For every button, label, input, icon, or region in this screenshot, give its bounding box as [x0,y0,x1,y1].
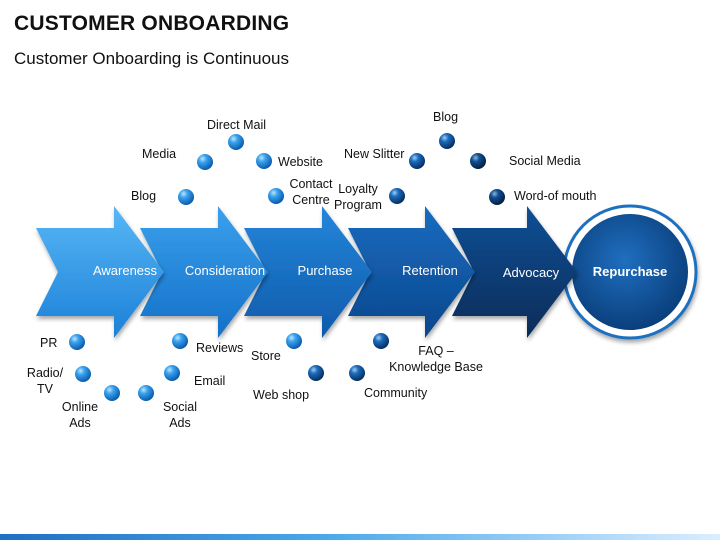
touchpoint-label-media: Media [142,147,177,161]
dot-email [164,365,180,381]
repurchase-label: Repurchase [593,264,667,279]
touchpoint-label-store: Store [251,349,281,363]
dot-word-of-mouth [489,189,505,205]
touchpoint-label-loyalty-program: Loyalty Program [334,182,382,212]
dot-direct-mail [228,134,244,150]
stage-awareness: Awareness [36,206,164,338]
dot-blog-2 [439,133,455,149]
dot-media [197,154,213,170]
touchpoint-label-contact-centre: Contact Centre [289,177,333,207]
dot-social-media [470,153,486,169]
dot-online-ads [104,385,120,401]
dot-pr [69,334,85,350]
touchpoint-label-radio-tv: Radio/ TV [26,366,64,396]
touchpoint-label-new-slitter: New Slitter [344,147,405,161]
stage-label-purchase: Purchase [298,263,353,278]
repurchase-node: Repurchase [562,204,698,340]
stage-consideration: Consideration [140,206,268,338]
touchpoint-label-social-ads: Social Ads [162,400,198,430]
stage-label-awareness: Awareness [93,263,158,278]
footer-accent-bar [0,534,720,540]
dot-faq [373,333,389,349]
stage-retention: Retention [348,206,475,338]
touchpoint-label-online-ads: Online Ads [61,400,99,430]
touchpoint-label-blog: Blog [131,189,157,203]
dot-loyalty-program [389,188,405,204]
touchpoint-label-reviews: Reviews [196,341,244,355]
stage-label-retention: Retention [402,263,458,278]
dot-contact-centre [268,188,284,204]
dot-radio-tv [75,366,91,382]
page-title: CUSTOMER ONBOARDING [14,12,290,35]
top-touchpoint-dots [178,133,505,205]
touchpoint-label-email: Email [194,374,226,388]
bottom-touchpoint-dots [69,333,389,401]
stage-purchase: Purchase [244,206,372,338]
dot-blog [178,189,194,205]
touchpoint-label-direct-mail: Direct Mail [207,118,267,132]
touchpoint-label-faq: FAQ – Knowledge Base [389,344,483,374]
touchpoint-label-pr: PR [40,336,58,350]
touchpoint-label-community: Community [364,386,428,400]
touchpoint-label-blog-2: Blog [433,110,459,124]
dot-website [256,153,272,169]
touchpoint-label-website: Website [278,155,323,169]
stage-label-advocacy: Advocacy [503,265,560,280]
dot-reviews [172,333,188,349]
dot-social-ads [138,385,154,401]
dot-new-slitter [409,153,425,169]
stage-advocacy: Advocacy [452,206,577,338]
touchpoint-label-web-shop: Web shop [253,388,310,402]
dot-community [349,365,365,381]
dot-store [286,333,302,349]
touchpoint-label-word-of-mouth: Word-of mouth [514,189,597,203]
dot-web-shop [308,365,324,381]
page-subtitle: Customer Onboarding is Continuous [14,49,289,68]
touchpoint-label-social-media: Social Media [509,154,581,168]
stage-label-consideration: Consideration [185,263,265,278]
